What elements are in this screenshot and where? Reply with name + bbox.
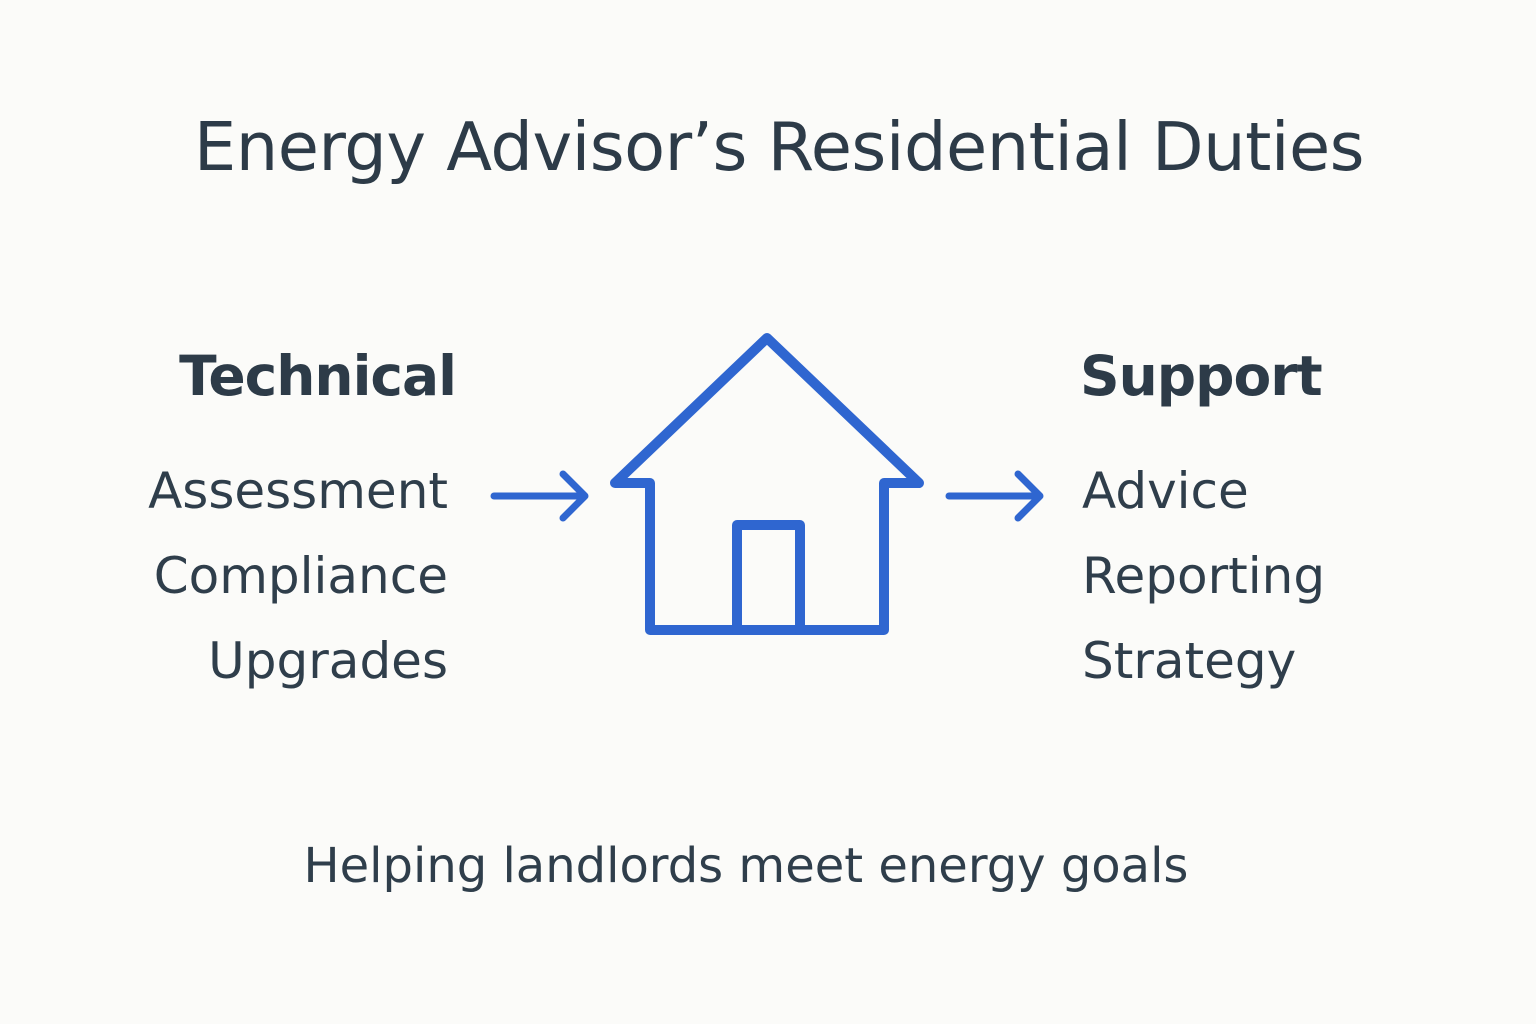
technical-item-assessment: Assessment	[148, 462, 448, 520]
support-heading: Support	[1080, 344, 1323, 408]
support-item-advice: Advice	[1082, 462, 1249, 520]
support-item-reporting: Reporting	[1082, 547, 1326, 605]
technical-item-upgrades: Upgrades	[208, 632, 448, 690]
house-icon	[610, 333, 924, 635]
left-arrow-icon	[490, 470, 589, 522]
diagram-caption: Helping landlords meet energy goals	[303, 838, 1189, 894]
technical-heading: Technical	[179, 344, 457, 408]
technical-item-compliance: Compliance	[153, 547, 448, 605]
support-item-strategy: Strategy	[1082, 632, 1297, 690]
diagram-title: Energy Advisor’s Residential Duties	[193, 108, 1365, 186]
right-arrow-icon	[945, 470, 1044, 522]
